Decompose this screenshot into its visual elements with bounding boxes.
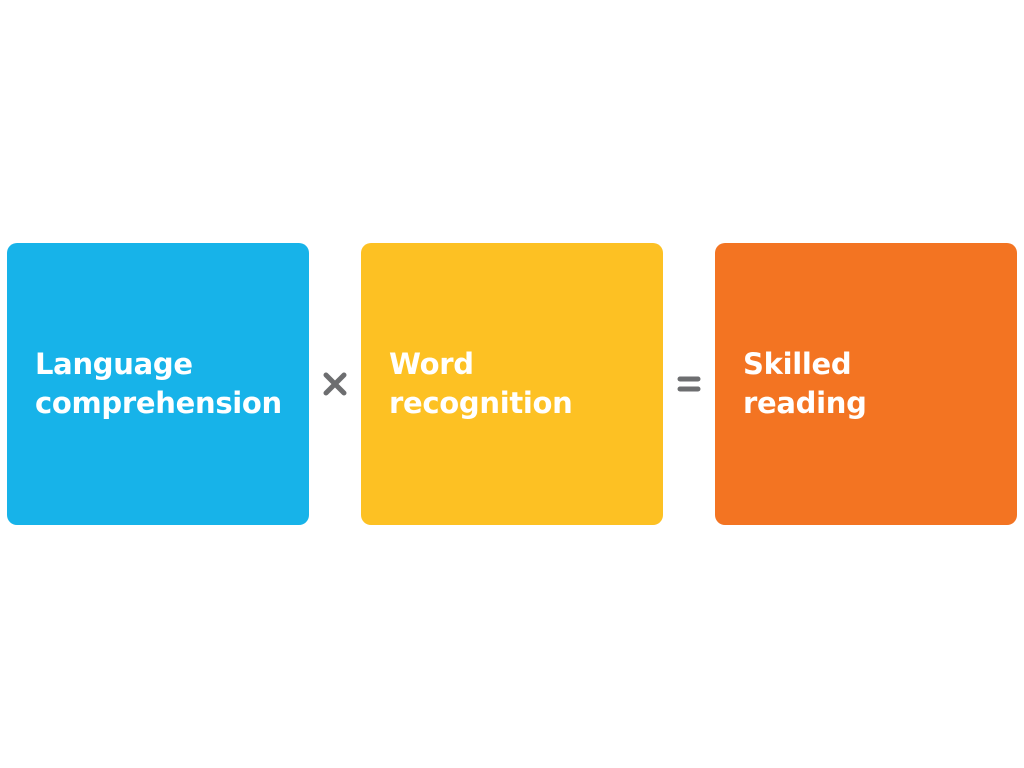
language-comprehension-label: Language comprehension bbox=[35, 347, 282, 420]
equals-operator bbox=[669, 364, 709, 404]
skilled-reading-box: Skilled reading bbox=[715, 243, 1017, 525]
skilled-reading-label: Skilled reading bbox=[743, 347, 867, 420]
language-comprehension-box: Language comprehension bbox=[7, 243, 309, 525]
word-recognition-label: Word recognition bbox=[389, 347, 573, 420]
times-icon bbox=[323, 372, 347, 396]
equals-icon bbox=[677, 376, 701, 392]
word-recognition-box: Word recognition bbox=[361, 243, 663, 525]
times-operator bbox=[315, 364, 355, 404]
